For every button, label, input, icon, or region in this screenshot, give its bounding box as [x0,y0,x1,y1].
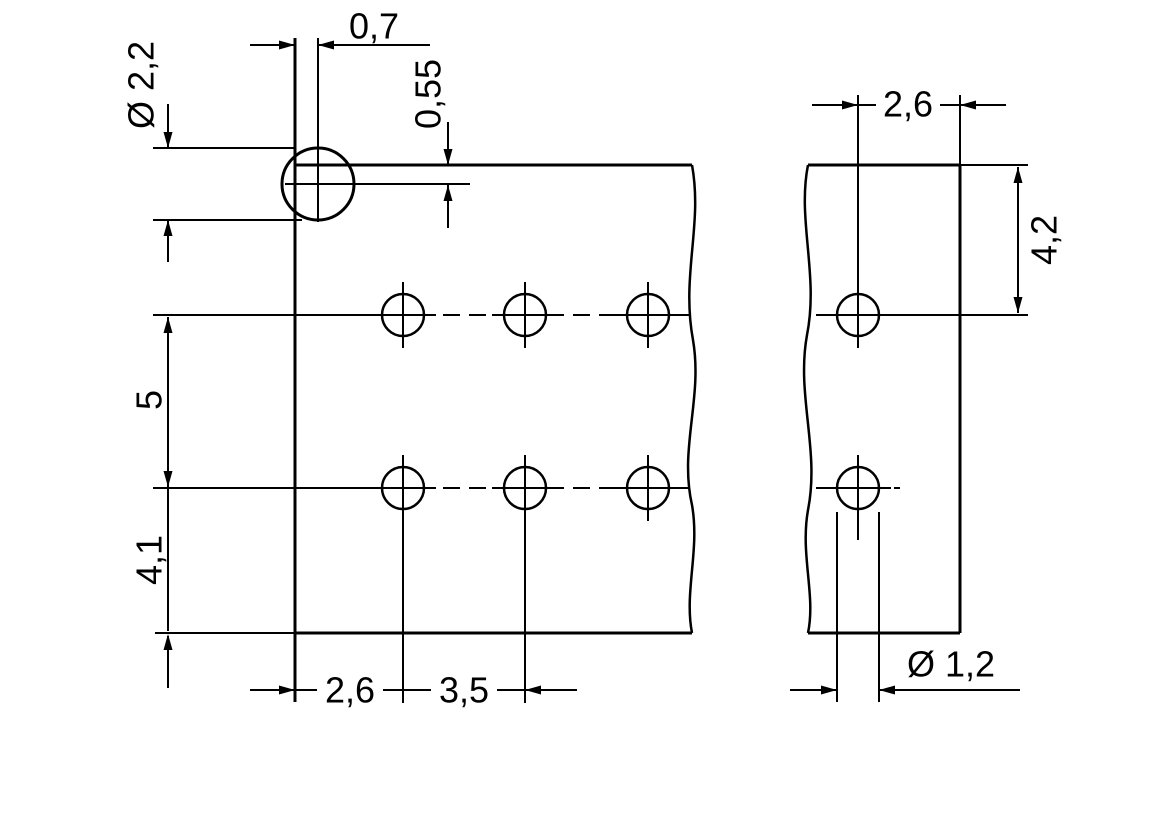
dim-label-col-pitch: 3,5 [439,670,489,711]
small-holes [380,292,881,511]
right-board-outline [802,163,962,635]
left-board-break-line [686,164,697,634]
dimension-edge-to-center: 0,55 [408,59,453,228]
dimension-row-to-bottom: 4,1 [129,489,173,688]
dimension-top-to-row: 4,2 [891,164,1065,316]
dim-label-edge-to-center: 0,55 [408,59,449,129]
dimension-row-pitch: 5 [129,314,370,634]
dimension-bottom-chain: 2,6 3,5 [250,670,577,711]
dimension-small-hole-dia: Ø 1,2 [790,512,1020,702]
dimension-col-to-right-edge: 2,6 [812,84,1006,165]
dim-label-large-hole-dia: Ø 2,2 [121,41,162,129]
hole-row-centerlines [365,314,900,489]
dimension-large-hole-dia: Ø 2,2 [121,41,302,262]
large-hole [280,146,356,222]
dim-label-small-hole-dia: Ø 1,2 [907,644,995,685]
dim-label-col-to-edge-right: 2,6 [883,84,933,125]
dim-label-row-to-bottom: 4,1 [129,535,170,585]
right-board-break-line [802,164,813,634]
dim-label-top-to-row-right: 4,2 [1024,215,1065,265]
large-hole-group [280,38,470,222]
dim-label-edge-to-col: 2,6 [325,670,375,711]
dim-label-row-pitch: 5 [129,390,170,410]
hole-crosshairs [370,95,891,703]
dimension-top-offset: 0,7 [250,6,430,50]
dim-label-top-offset: 0,7 [349,6,399,47]
left-board-outline [293,38,697,702]
